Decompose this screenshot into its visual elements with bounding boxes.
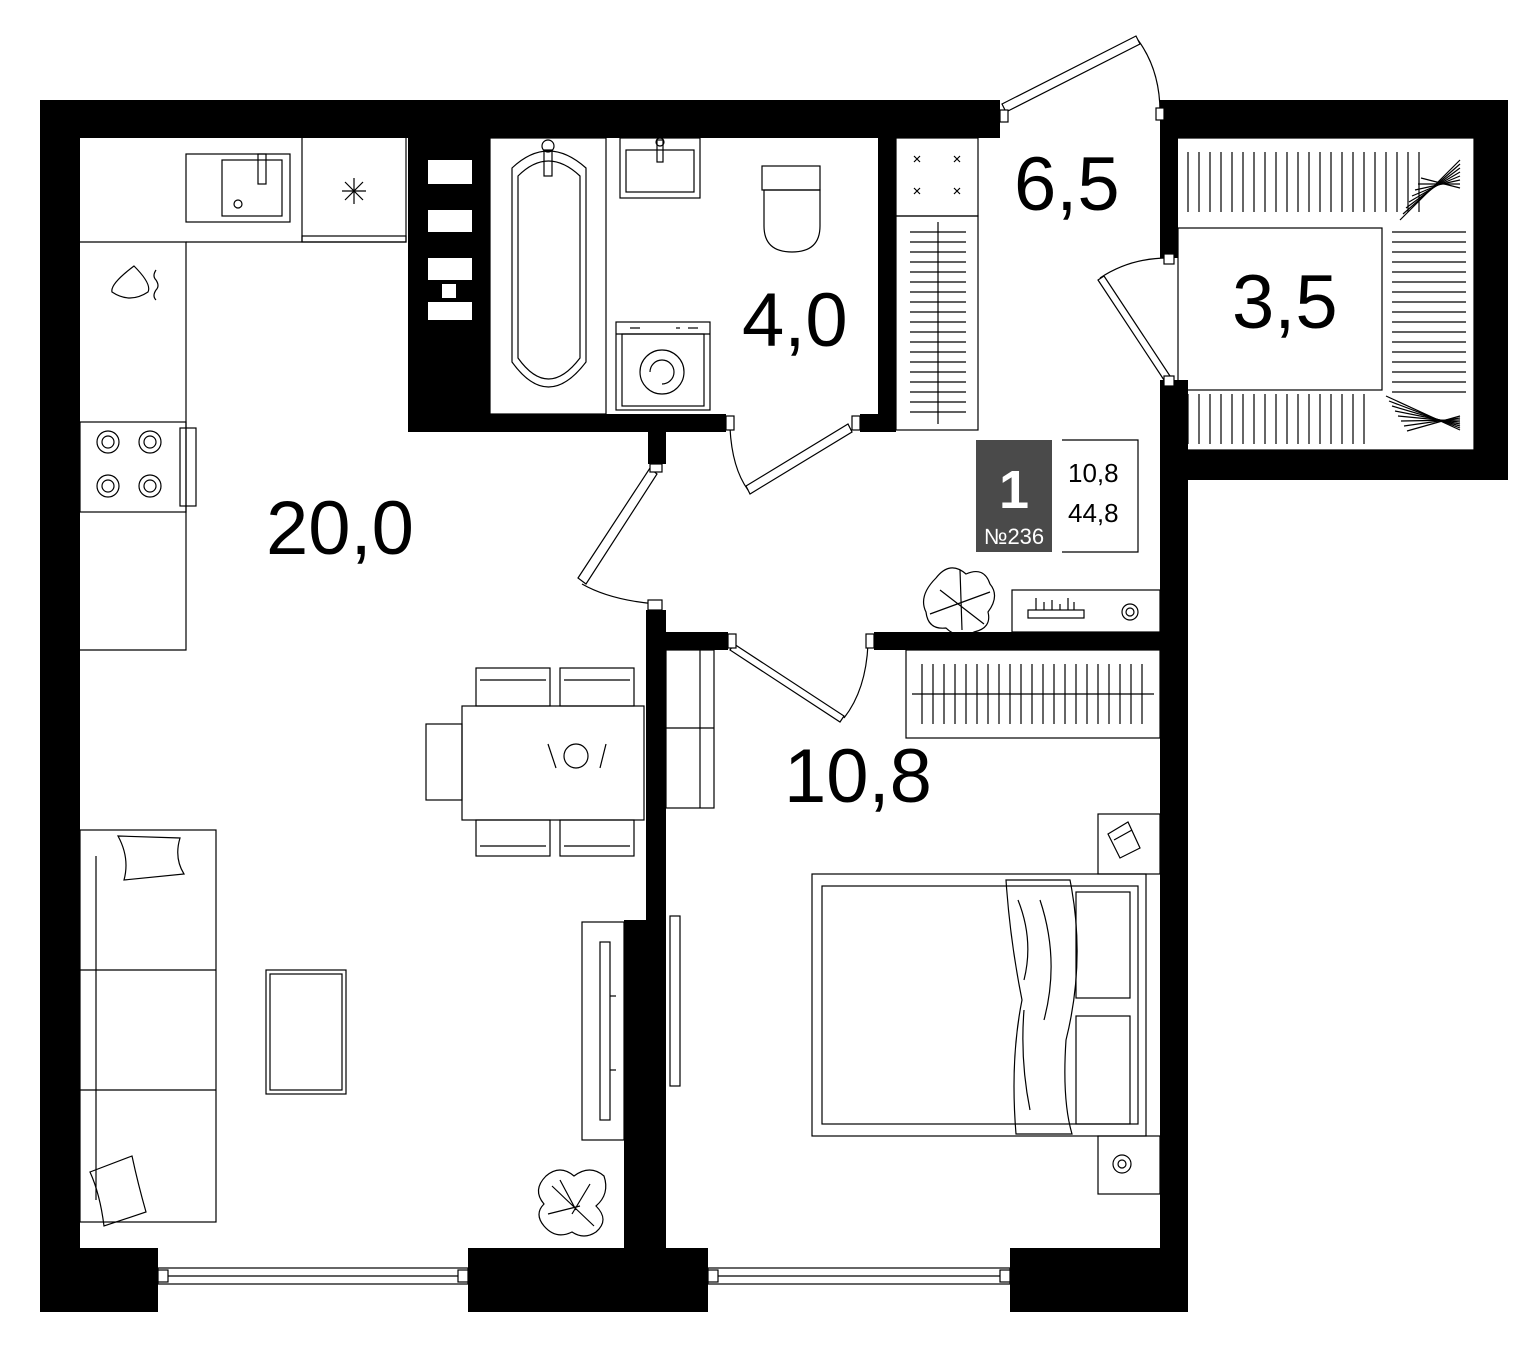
- wardrobe-door: [1097, 253, 1175, 387]
- kitchen-counter: [80, 138, 407, 651]
- washing-machine-icon: [615, 321, 711, 411]
- nightstand-top-icon: [1097, 813, 1161, 875]
- ventilation-shaft: [428, 160, 472, 320]
- entrance-door: [999, 35, 1165, 123]
- hall-plant-icon: [923, 567, 996, 636]
- bedroom-shelf-icon: [665, 649, 715, 809]
- plant-icon: [537, 1169, 607, 1237]
- wardrobe-area-label: 3,5: [1232, 260, 1338, 345]
- hanger-tick: [1406, 415, 1461, 432]
- dining-table-icon: [425, 667, 645, 857]
- bedroom-wardrobe-icon: [905, 649, 1161, 739]
- hanger-tick: [1397, 415, 1461, 423]
- living-door: [577, 463, 663, 611]
- walk-in-wardrobe-icon: [1177, 137, 1475, 451]
- living-area-value: 10,8: [1068, 458, 1119, 488]
- hanger-tick: [1403, 417, 1461, 427]
- badge-background: [976, 440, 1052, 552]
- hanger-tick: [1411, 175, 1461, 197]
- nightstand-bottom-icon: [1097, 1135, 1161, 1195]
- window-bedroom: [707, 1267, 1011, 1285]
- bedroom-hanger-rail: [921, 664, 1143, 724]
- bathtub-icon: [489, 137, 607, 415]
- sink-icon: [185, 153, 291, 223]
- walls: [40, 100, 1508, 1312]
- hanger-tick: [1391, 405, 1461, 427]
- hanger-tick: [1394, 410, 1461, 425]
- hall-stars: [913, 155, 961, 195]
- sofa-icon: [79, 829, 217, 1227]
- total-area-value: 44,8: [1068, 498, 1119, 528]
- apartment-badge: 1 №236 10,8 44,8: [976, 439, 1139, 553]
- hanger-tick: [1420, 177, 1461, 189]
- rooms-count: 1: [999, 460, 1029, 520]
- coffee-table-icon: [265, 969, 347, 1095]
- bedroom-area-label: 10,8: [784, 734, 932, 819]
- tv-unit-icon: [581, 921, 625, 1141]
- fridge-icon: [342, 178, 366, 204]
- apartment-number: №236: [984, 524, 1044, 549]
- bed-icon: [811, 873, 1147, 1137]
- hall-hanger-rail: [910, 231, 966, 413]
- bathroom-door: [725, 415, 861, 495]
- hanger-tick: [1385, 395, 1461, 431]
- hall-console-icon: [1011, 589, 1161, 633]
- bathroom-area-label: 4,0: [742, 278, 848, 363]
- hallway-area-label: 6,5: [1014, 142, 1120, 227]
- hanger-tick: [1400, 419, 1461, 422]
- faucet-drop-icon: [111, 265, 159, 301]
- window-living: [157, 1267, 469, 1285]
- toilet-icon: [761, 165, 821, 253]
- wardrobe-hangers: [1187, 152, 1466, 444]
- bedroom-door: [727, 633, 875, 723]
- washbasin-icon: [619, 137, 701, 199]
- hall-shoe-cabinet-icon: [895, 137, 979, 431]
- stove-icon: [79, 421, 197, 513]
- living-room-area-label: 20,0: [266, 486, 414, 571]
- bedroom-mirror-icon: [669, 915, 681, 1087]
- hanger-tick: [1414, 179, 1461, 191]
- hanger-tick: [1388, 400, 1461, 429]
